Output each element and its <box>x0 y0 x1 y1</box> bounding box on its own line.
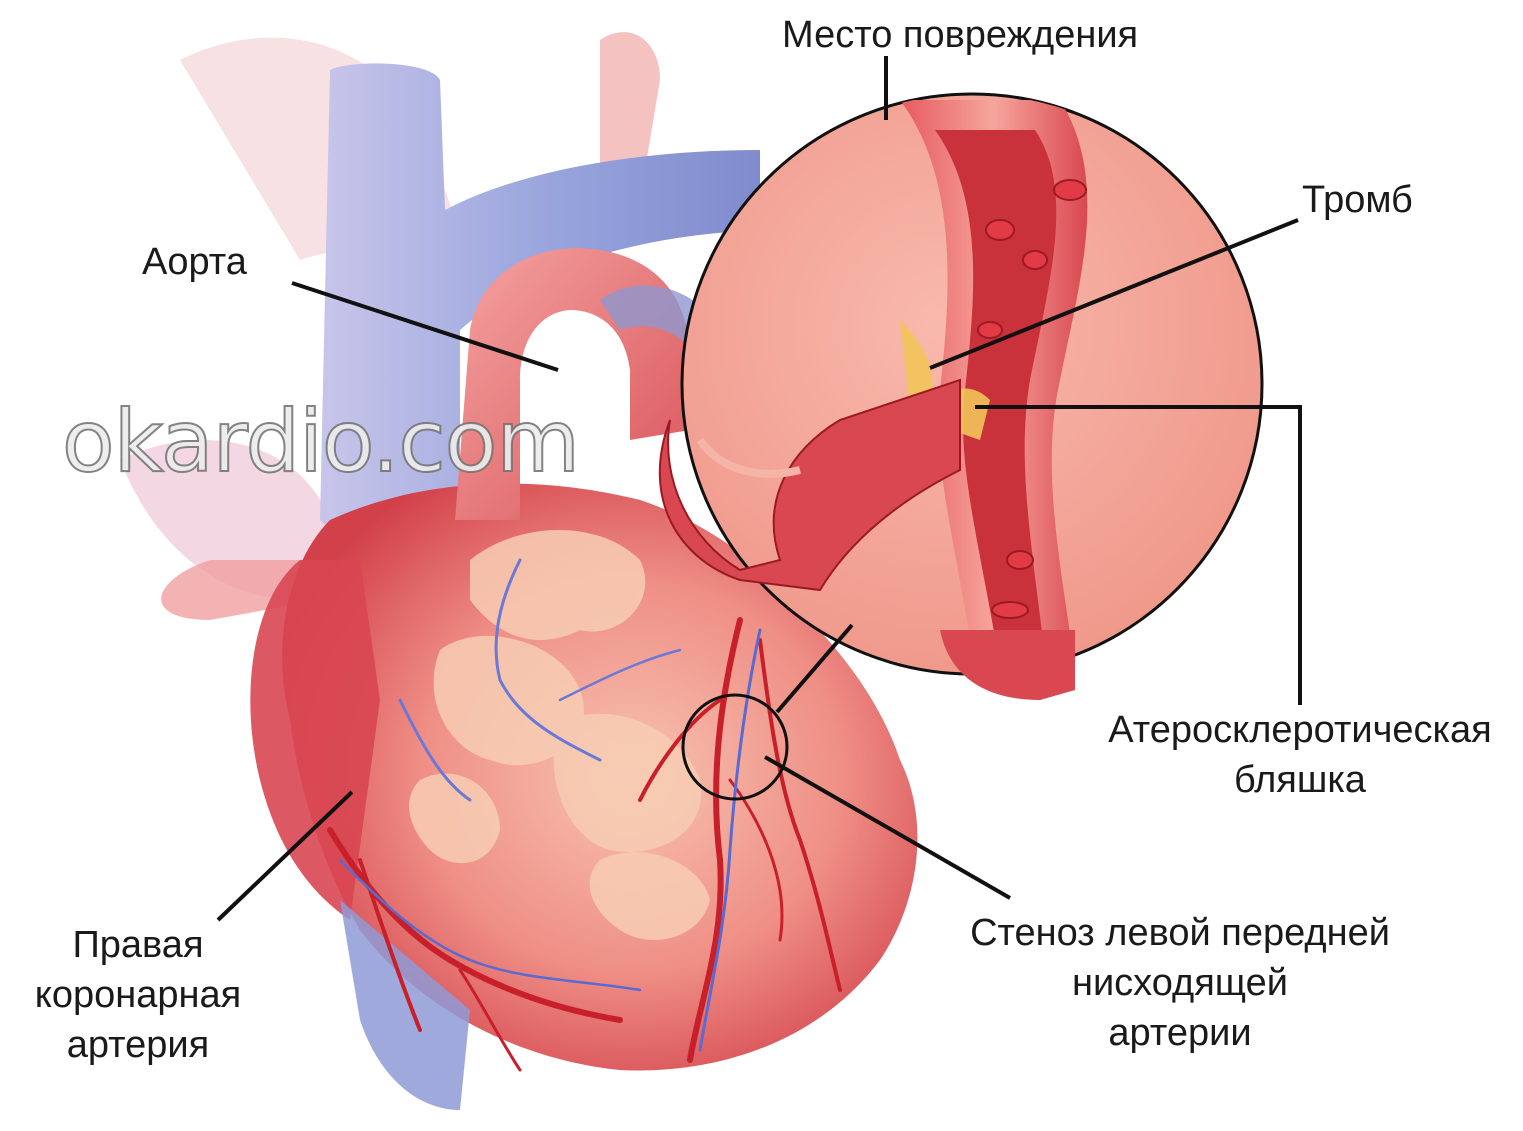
label-aorta: Аорта <box>142 237 247 287</box>
label-rca-line2: коронарная <box>8 970 268 1020</box>
label-lad-stenosis: Стеноз левой передней нисходящей артерии <box>945 908 1415 1058</box>
label-rca-line3: артерия <box>8 1020 268 1070</box>
label-plaque-line1: Атеросклеротическая <box>1085 705 1515 755</box>
label-plaque: Атеросклеротическая бляшка <box>1085 705 1515 805</box>
watermark-text: okardio.com <box>62 392 579 492</box>
label-plaque-line2: бляшка <box>1085 755 1515 805</box>
label-lad-line3: артерии <box>945 1008 1415 1058</box>
label-rca-line1: Правая <box>8 920 268 970</box>
label-right-coronary-artery: Правая коронарная артерия <box>8 920 268 1070</box>
label-lad-line1: Стеноз левой передней <box>945 908 1415 958</box>
label-thrombus: Тромб <box>1302 175 1413 225</box>
label-lad-line2: нисходящей <box>945 958 1415 1008</box>
label-damage-site: Место повреждения <box>782 10 1138 60</box>
